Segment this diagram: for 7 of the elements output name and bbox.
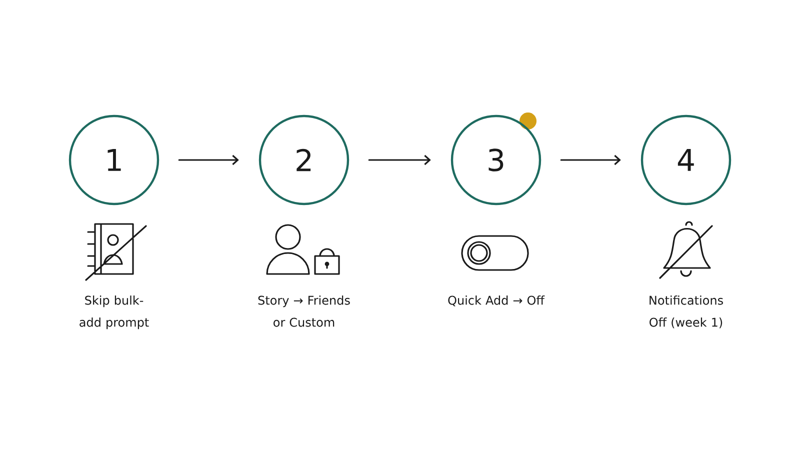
step-caption: Notifications Off (week 1) — [650, 296, 723, 328]
step-caption: Skip bulk-add prompt — [80, 296, 149, 330]
step-caption: Quick Add → Off — [448, 296, 545, 306]
arrow — [178, 154, 239, 166]
arrow — [368, 154, 431, 166]
step-caption: Story → Friends or Custom — [258, 296, 350, 327]
arrow — [560, 154, 621, 166]
